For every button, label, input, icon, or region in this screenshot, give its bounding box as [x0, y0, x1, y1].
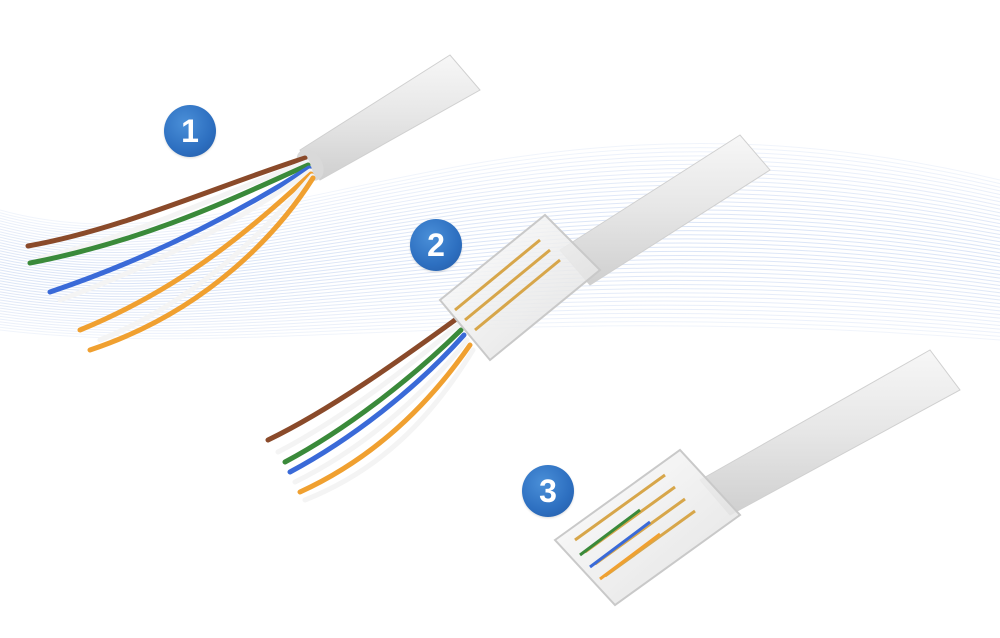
wave-line — [0, 304, 1000, 326]
wave-line — [0, 201, 1000, 261]
wave-line — [0, 221, 1000, 274]
step-3-badge: 3 — [522, 465, 574, 517]
wave-line — [0, 254, 1000, 295]
wave-line — [0, 296, 1000, 321]
wave-line — [0, 275, 1000, 308]
wave-line — [0, 188, 1000, 254]
cable-1-wires — [25, 155, 316, 353]
wave-line — [0, 205, 1000, 264]
wave-line — [0, 317, 1000, 334]
wave-line — [0, 242, 1000, 287]
wave-line — [0, 271, 1000, 305]
wave-line — [0, 209, 1000, 267]
wave-line — [0, 308, 1000, 329]
wave-line — [0, 180, 1000, 248]
cable-2-in-plug — [265, 134, 771, 503]
step-2-badge: 2 — [410, 219, 462, 271]
wave-line — [0, 197, 1000, 259]
wave-line — [0, 250, 1000, 292]
wave-line — [0, 246, 1000, 290]
wave-line — [0, 263, 1000, 300]
wave-line — [0, 151, 1000, 230]
wave-line — [0, 283, 1000, 313]
wave-line — [0, 259, 1000, 298]
wave-line — [0, 155, 1000, 233]
wave-line — [0, 312, 1000, 332]
wave-line — [0, 192, 1000, 256]
cable-3-crimped — [553, 349, 961, 607]
cable-1-stripped — [25, 54, 481, 353]
wave-line — [0, 225, 1000, 277]
step-1-badge: 1 — [164, 105, 216, 157]
wave-line — [0, 279, 1000, 311]
wave-line — [0, 300, 1000, 324]
cable-2-wires — [265, 317, 476, 503]
wave-line — [0, 267, 1000, 303]
wave-line — [0, 159, 1000, 235]
wave-line — [0, 238, 1000, 285]
wave-line — [0, 184, 1000, 251]
